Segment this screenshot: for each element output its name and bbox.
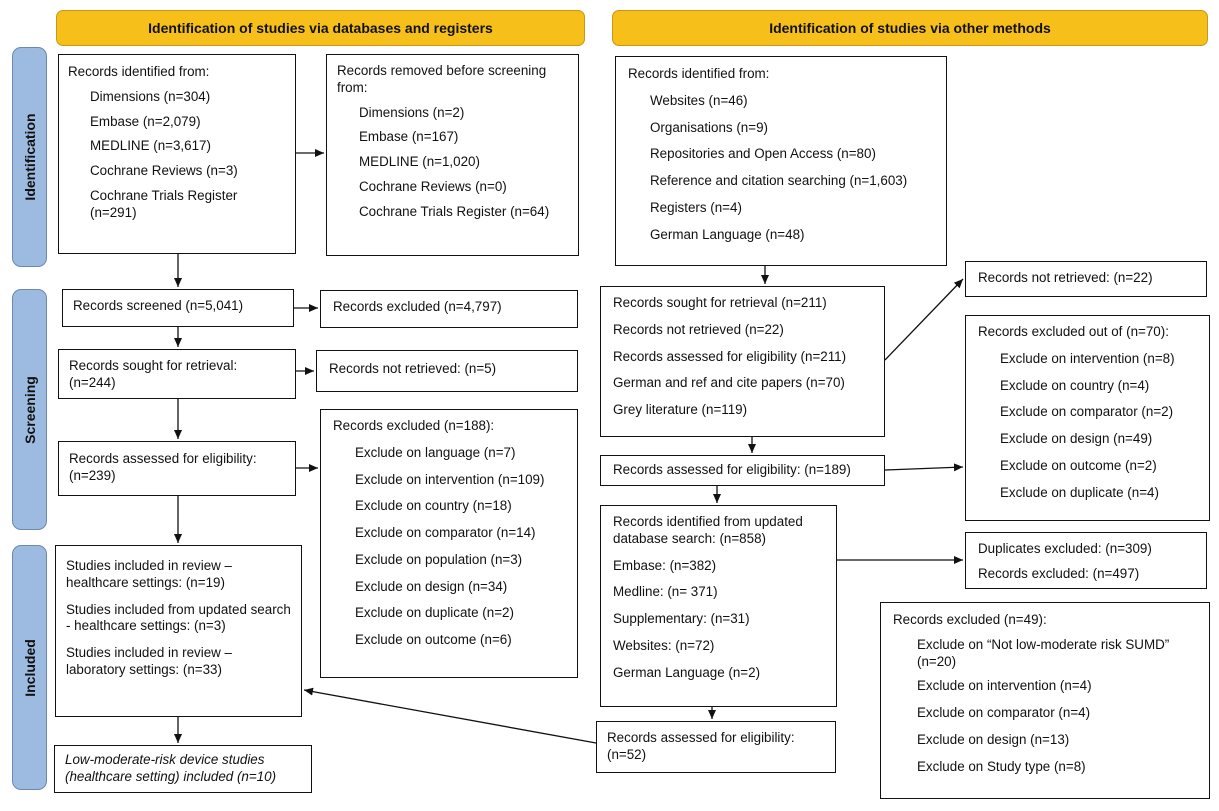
list-item: Registers (n=4) bbox=[650, 199, 742, 215]
list-item: Supplementary: (n=31) bbox=[613, 611, 750, 626]
left-exclusion-reasons: Records excluded (n=188): Exclude on lan… bbox=[320, 409, 578, 678]
list-item: MEDLINE (n=3,617) bbox=[90, 138, 211, 154]
arrow-right-assessed-to-excluded bbox=[884, 463, 964, 472]
right-records-sought-block: Records sought for retrieval (n=211) Rec… bbox=[600, 286, 885, 437]
list-item: Exclude on design (n=34) bbox=[355, 578, 508, 594]
list-item: Studies included in review – laboratory … bbox=[66, 645, 232, 677]
phase-included: Included bbox=[12, 545, 47, 790]
list-item: Exclude on design (n=13) bbox=[917, 731, 1070, 747]
list-item: Exclude on comparator (n=4) bbox=[917, 705, 1091, 720]
right-records-assessed-52: Records assessed for eligibility: (n=52) bbox=[596, 721, 836, 773]
list-item: German and ref and cite papers (n=70) bbox=[613, 375, 845, 391]
list-item: Exclude on duplicate (n=4) bbox=[1000, 484, 1159, 500]
header-databases: Identification of studies via databases … bbox=[56, 10, 585, 46]
list-item: Exclude on intervention (n=8) bbox=[1000, 350, 1175, 366]
list-item: Exclude on intervention (n=109) bbox=[355, 471, 545, 487]
list-item: Cochrane Trials Register (n=64) bbox=[359, 203, 550, 219]
list-item: Reference and citation searching (n=1,60… bbox=[650, 173, 908, 188]
right-excluded-out-of: Records excluded out of (n=70): Exclude … bbox=[965, 315, 1210, 521]
list-item: Exclude on intervention (n=4) bbox=[917, 678, 1092, 694]
left-records-sought: Records sought for retrieval: (n=244) bbox=[58, 349, 296, 399]
list-item: Exclude on duplicate (n=2) bbox=[355, 605, 514, 621]
list-item: Records not retrieved (n=22) bbox=[613, 321, 784, 337]
list-item: Dimensions (n=304) bbox=[90, 88, 211, 104]
list-item: Exclude on Study type (n=8) bbox=[917, 758, 1086, 774]
list-item: Organisations (n=9) bbox=[650, 119, 768, 135]
list-item: Duplicates excluded: (n=309) bbox=[978, 541, 1152, 556]
list-item: Repositories and Open Access (n=80) bbox=[650, 146, 876, 162]
list-item: Exclude on “Not low-moderate risk SUMD” … bbox=[917, 636, 1170, 669]
list-item: Exclude on country (n=18) bbox=[355, 498, 512, 514]
right-duplicates-excluded: Duplicates excluded: (n=309) Records exc… bbox=[965, 532, 1207, 589]
list-item: Records assessed for eligibility (n=211) bbox=[613, 348, 847, 364]
list-item: German Language (n=2) bbox=[613, 664, 761, 680]
list-item: Dimensions (n=2) bbox=[359, 104, 465, 120]
list-item: Websites (n=46) bbox=[650, 92, 748, 108]
right-records-assessed: Records assessed for eligibility: (n=189… bbox=[600, 455, 885, 486]
list-item: Grey literature (n=119) bbox=[613, 402, 748, 417]
list-item: Exclude on population (n=3) bbox=[355, 551, 523, 567]
list-item: German Language (n=48) bbox=[650, 226, 805, 242]
left-studies-included: Studies included in review – healthcare … bbox=[55, 545, 302, 717]
right-updated-search: Records identified from updated database… bbox=[600, 505, 837, 707]
list-item: Records excluded: (n=497) bbox=[978, 565, 1140, 581]
left-records-excluded: Records excluded (n=4,797) bbox=[320, 290, 578, 328]
list-item: Cochrane Reviews (n=0) bbox=[359, 178, 507, 194]
list-item: Exclude on language (n=7) bbox=[355, 444, 516, 460]
list-item: Exclude on country (n=4) bbox=[1000, 377, 1150, 393]
right-excluded-49: Records excluded (n=49): Exclude on “Not… bbox=[880, 602, 1210, 799]
header-other-methods: Identification of studies via other meth… bbox=[612, 10, 1208, 46]
list-item: Records sought for retrieval (n=211) bbox=[613, 295, 827, 310]
arrow-sought-to-right-not-retrieved bbox=[884, 278, 964, 361]
list-item: Studies included in review – healthcare … bbox=[66, 558, 232, 590]
right-records-identified: Records identified from: Websites (n=46)… bbox=[615, 56, 947, 266]
left-records-not-retrieved: Records not retrieved: (n=5) bbox=[316, 350, 578, 392]
list-item: Medline: (n= 371) bbox=[613, 584, 718, 600]
list-item: Embase (n=167) bbox=[359, 129, 459, 145]
list-item: Exclude on comparator (n=14) bbox=[355, 525, 536, 540]
phase-identification: Identification bbox=[12, 47, 47, 267]
arrow-assessed-52-to-included bbox=[303, 687, 597, 744]
left-records-removed: Records removed before screening from: D… bbox=[326, 54, 579, 256]
list-item: Embase: (n=382) bbox=[613, 557, 717, 573]
list-item: Cochrane Trials Register (n=291) bbox=[90, 187, 238, 220]
right-records-not-retrieved: Records not retrieved: (n=22) bbox=[965, 261, 1207, 297]
list-item: Exclude on comparator (n=2) bbox=[1000, 404, 1174, 420]
left-records-screened: Records screened (n=5,041) bbox=[62, 289, 294, 327]
list-item: Studies included from updated search - h… bbox=[66, 601, 291, 634]
list-item: Exclude on outcome (n=6) bbox=[355, 632, 512, 647]
phase-screening: Screening bbox=[12, 289, 47, 530]
left-final-included: Low-moderate-risk device studies (health… bbox=[54, 745, 312, 793]
list-item: Embase (n=2,079) bbox=[90, 113, 201, 129]
left-records-identified: Records identified from: Dimensions (n=3… bbox=[58, 54, 296, 254]
list-item: MEDLINE (n=1,020) bbox=[359, 154, 480, 169]
list-item: Websites: (n=72) bbox=[613, 637, 715, 653]
list-item: Exclude on outcome (n=2) bbox=[1000, 457, 1157, 473]
left-records-assessed: Records assessed for eligibility: (n=239… bbox=[58, 441, 296, 496]
list-item: Exclude on design (n=49) bbox=[1000, 431, 1153, 446]
list-item: Cochrane Reviews (n=3) bbox=[90, 163, 238, 178]
